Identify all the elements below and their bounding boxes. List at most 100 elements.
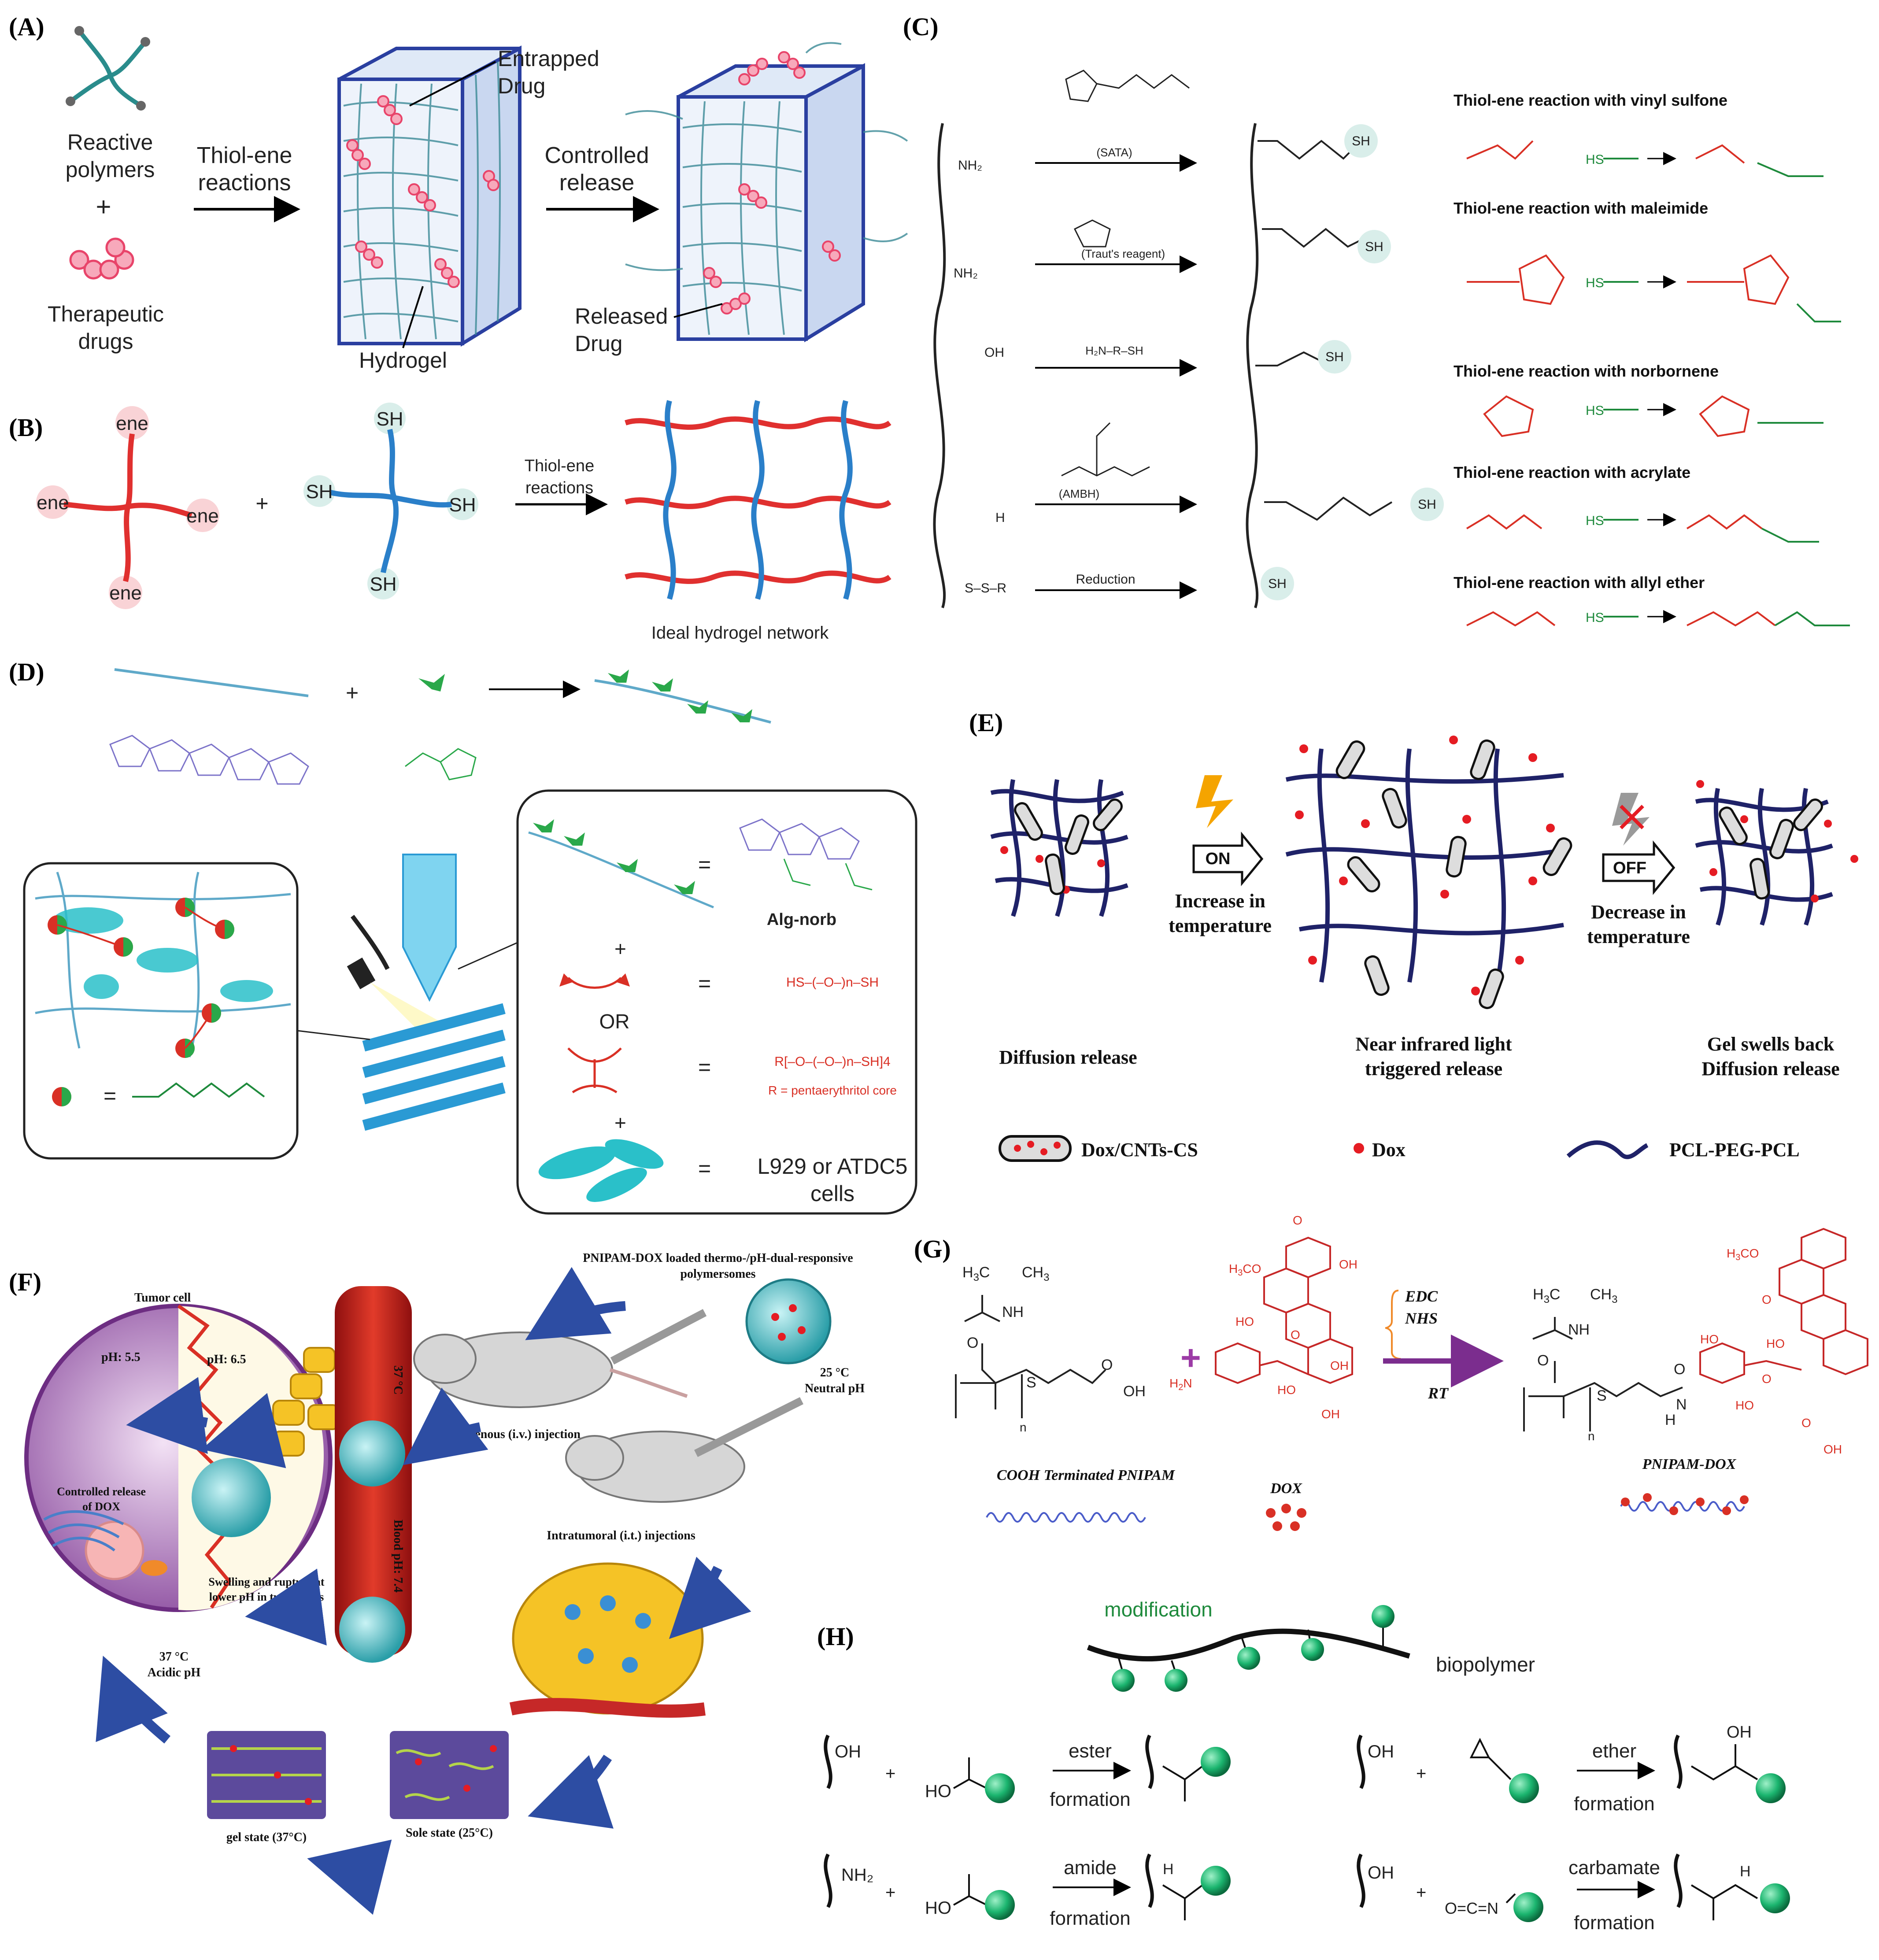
panel-b: (B) ene ene ene ene + SH SH SH SH xyxy=(9,400,891,643)
svg-text:+: + xyxy=(1416,1883,1426,1902)
svg-text:O: O xyxy=(1291,1328,1300,1342)
ene-label-4: ene xyxy=(109,582,141,604)
amide-nh2: NH₂ xyxy=(841,1865,873,1885)
amide-reaction: NH₂ + HO amide formation H xyxy=(824,1853,1231,1929)
svg-text:n: n xyxy=(1588,1429,1595,1443)
svg-text:H: H xyxy=(1163,1861,1174,1878)
svg-text:O=C=N: O=C=N xyxy=(1445,1899,1498,1917)
svg-text:O: O xyxy=(1801,1416,1811,1430)
hs-3: HS xyxy=(1586,403,1604,418)
alg-norb-chain xyxy=(594,679,771,724)
product-2-chain xyxy=(1262,228,1366,248)
biopolymer-beads xyxy=(1112,1605,1394,1692)
svg-text:HO: HO xyxy=(1235,1315,1254,1328)
svg-text:CH3: CH3 xyxy=(1022,1264,1049,1283)
amide-formation: formation xyxy=(1050,1908,1130,1929)
entrapped-pointer xyxy=(409,61,496,107)
plus-sign: + xyxy=(96,192,111,222)
protein-backbone-left xyxy=(933,123,946,608)
drug-icon xyxy=(69,237,134,280)
on-arrow: ON xyxy=(1192,831,1264,887)
reagent-amine-thiol: H₂N–R–SH xyxy=(1085,344,1143,357)
substrate-5: S–S–R xyxy=(965,581,1006,595)
panel-a-label: (A) xyxy=(9,12,44,41)
hydrogel-label: Hydrogel xyxy=(359,348,447,373)
svg-text:O: O xyxy=(967,1335,978,1351)
traut-structure xyxy=(1073,219,1111,248)
released-pointer xyxy=(673,303,723,318)
norbornene-ring xyxy=(1483,395,1534,437)
reagent-bracket xyxy=(1385,1290,1401,1360)
plus-d1: + xyxy=(346,680,359,705)
svg-text:+: + xyxy=(1416,1764,1426,1783)
ph55-label: pH: 5.5 xyxy=(101,1350,141,1364)
svg-text:OH: OH xyxy=(1123,1383,1146,1400)
pnipam-dox-structure xyxy=(1523,1317,1683,1431)
biopolymer-chain xyxy=(1087,1628,1410,1662)
svg-text:H3CO: H3CO xyxy=(1229,1262,1261,1278)
hydrogel-block-1 xyxy=(337,45,522,347)
substrate-1: NH₂ xyxy=(958,158,982,173)
hs-5: HS xyxy=(1586,610,1604,625)
panel-f-label: (F) xyxy=(9,1268,41,1296)
reagent-ambh: (AMBH) xyxy=(1059,487,1099,500)
svg-text:OH: OH xyxy=(1824,1442,1842,1456)
ene-star: ene ene ene ene xyxy=(36,406,219,609)
zoom-line-right xyxy=(458,942,518,970)
flow-arrows xyxy=(96,1267,751,1915)
vesicle-rupture xyxy=(192,1458,271,1537)
gel-state-label: gel state (37°C) xyxy=(226,1831,307,1844)
alginate-chain xyxy=(114,668,309,697)
hs-4: HS xyxy=(1586,514,1604,528)
plus-d3: + xyxy=(614,1111,626,1134)
svg-text:HO: HO xyxy=(1766,1337,1785,1350)
svg-text:H: H xyxy=(1665,1412,1676,1428)
product-icon-dots xyxy=(1621,1493,1749,1515)
product-sh-2: SH xyxy=(1365,240,1383,254)
carbamate-reaction: OH + O=C=N carbamate formation H xyxy=(1357,1853,1790,1934)
panel-h-label: (H) xyxy=(817,1622,854,1651)
gel-compact-2 xyxy=(1695,780,1858,926)
pnipam-icon xyxy=(986,1512,1146,1523)
on-label: ON xyxy=(1206,850,1231,868)
carbamate-formation: formation xyxy=(1574,1912,1654,1934)
product-sh-1: SH xyxy=(1352,134,1370,148)
svg-text:H2N: H2N xyxy=(1169,1376,1192,1392)
edc-label: EDC xyxy=(1405,1287,1438,1305)
svg-text:N: N xyxy=(1676,1396,1687,1413)
product-1-chain xyxy=(1258,140,1357,160)
svg-text:OH: OH xyxy=(1330,1359,1349,1372)
ester-oh: OH xyxy=(835,1742,861,1761)
allyl-ether xyxy=(1466,611,1556,627)
carbamate-oh: OH xyxy=(1368,1863,1394,1882)
sh-label-4: SH xyxy=(370,573,396,595)
svg-text:NH: NH xyxy=(1002,1304,1024,1320)
sole-state-label: Sole state (25°C) xyxy=(406,1826,493,1840)
ether-formation: formation xyxy=(1574,1793,1654,1815)
panel-c-label: (C) xyxy=(903,12,939,41)
maleimide-ring xyxy=(1518,254,1565,305)
sh-label-3: SH xyxy=(449,494,476,516)
gel-state xyxy=(207,1731,326,1819)
modification-label: modification xyxy=(1104,1598,1212,1621)
panel-b-label: (B) xyxy=(9,413,43,442)
plus-d2: + xyxy=(614,937,626,960)
svg-text:HO: HO xyxy=(1277,1383,1296,1397)
biopolymer-label: biopolymer xyxy=(1436,1653,1535,1676)
product-sh-5: SH xyxy=(1268,577,1287,591)
network-label: Ideal hydrogel network xyxy=(651,623,829,643)
panel-d-label: (D) xyxy=(9,658,44,686)
hydrogel-pointer xyxy=(402,286,424,348)
sh-star: SH SH SH SH xyxy=(303,403,478,599)
ideal-network xyxy=(625,400,891,600)
equals-d3: = xyxy=(698,971,711,996)
gel-compact-1 xyxy=(990,779,1128,917)
